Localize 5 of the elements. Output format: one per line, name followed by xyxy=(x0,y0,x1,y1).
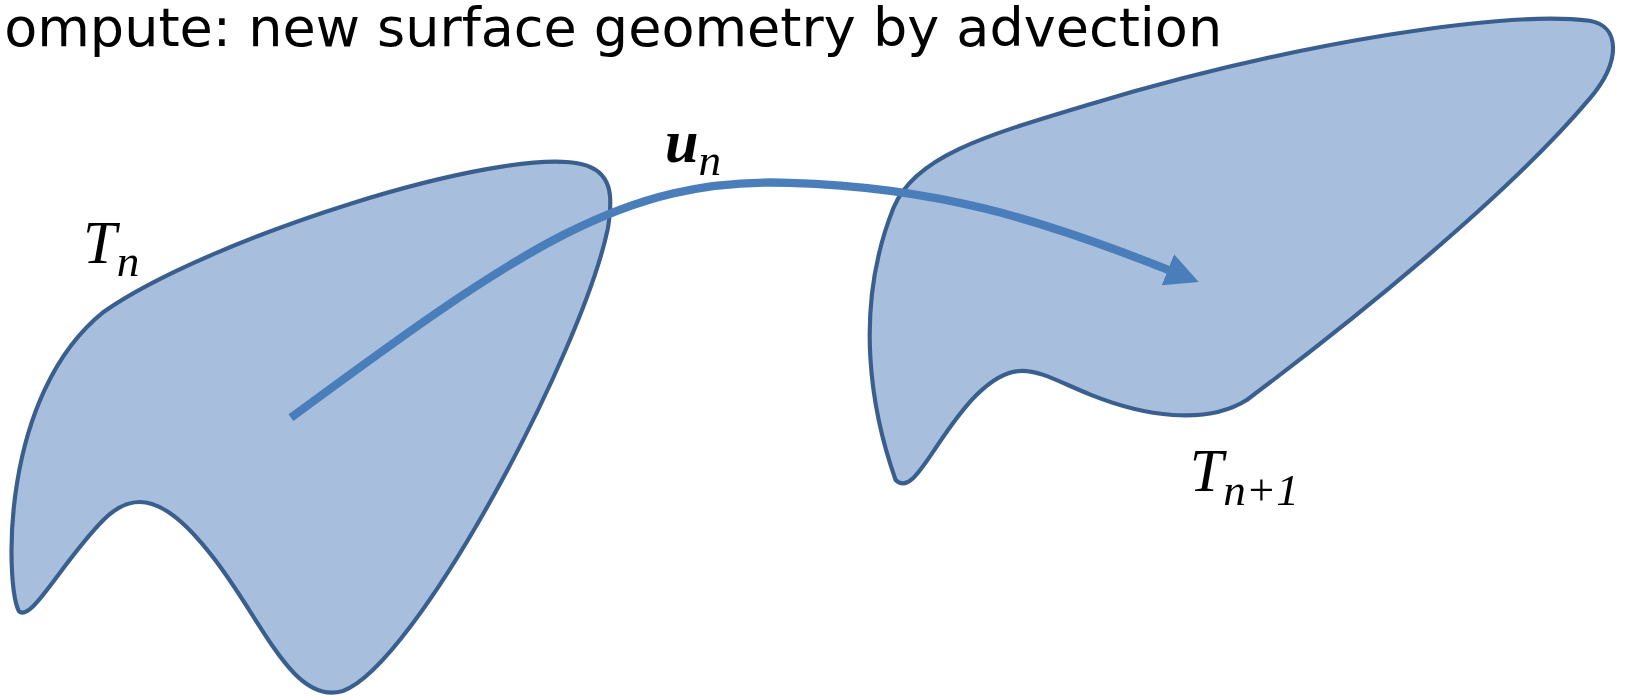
heading-text: ompute: new surface geometry by advection xyxy=(4,0,1223,55)
node-label: T$_{n}$ xyxy=(83,213,140,284)
node-label: T$_{n+1}$ xyxy=(1189,441,1299,513)
edge-label: u$_{n}$ xyxy=(664,112,722,183)
arrow xyxy=(288,178,1199,422)
